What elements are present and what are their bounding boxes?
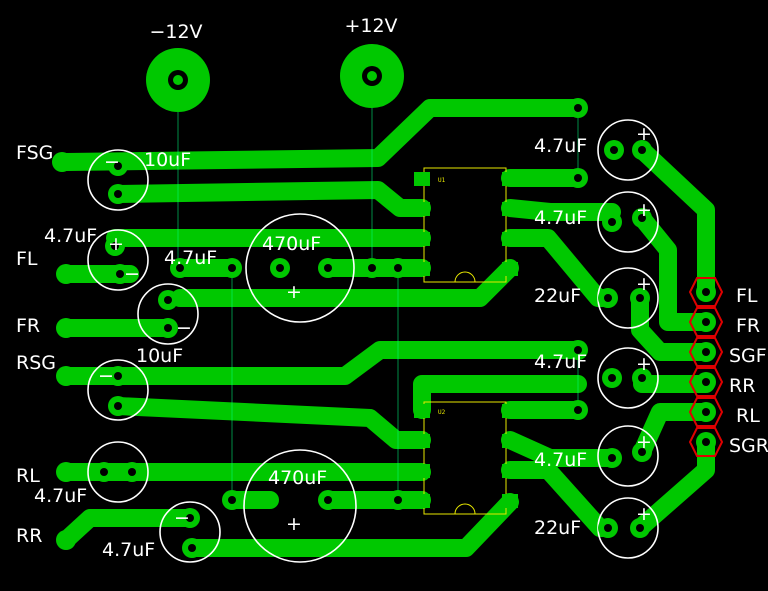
svg-text:U2: U2 xyxy=(438,409,446,416)
capacitor-right-4u7-4: + 4.7uF xyxy=(534,425,659,487)
svg-text:+: + xyxy=(636,353,652,375)
input-rl: RL xyxy=(16,462,76,487)
input-rr: RR xyxy=(16,525,76,550)
capacitor-right-4u7-1-label: 4.7uF xyxy=(534,135,587,157)
svg-text:+: + xyxy=(108,233,124,255)
input-fr: FR xyxy=(16,315,76,338)
svg-text:+: + xyxy=(636,199,652,221)
trace-top-1 xyxy=(57,99,587,171)
capacitor-4u7-rl: 4.7uF xyxy=(34,441,149,507)
svg-text:−: − xyxy=(98,365,114,387)
capacitor-right-4u7-1: + 4.7uF xyxy=(534,119,659,181)
svg-text:−: − xyxy=(174,507,190,529)
connector-label-fr: FR xyxy=(736,315,760,337)
connector-label-sgf: SGF xyxy=(729,345,767,367)
capacitor-10uF-low: − 10uF xyxy=(136,283,199,367)
ic-opamp-top: U1 xyxy=(414,167,518,283)
power-neg12-label: −12V xyxy=(149,21,202,43)
connector-label-sgr: SGR xyxy=(729,435,768,457)
capacitor-right-22uF-2: + 22uF xyxy=(534,497,659,559)
input-rl-label: RL xyxy=(16,465,40,487)
svg-text:U1: U1 xyxy=(438,177,446,184)
capacitor-10uF-top-label: 10uF xyxy=(144,149,191,171)
svg-text:+: + xyxy=(286,513,302,535)
capacitor-470uF-bottom: + 470uF xyxy=(222,449,357,563)
trace-22-to-sgf xyxy=(631,289,715,361)
trace-top-bottom-ic1 xyxy=(171,259,519,307)
svg-text:+: + xyxy=(636,503,652,525)
input-fsg-label: FSG xyxy=(16,142,53,164)
power-neg12: −12V xyxy=(146,21,210,112)
capacitor-right-4u7-2-label: 4.7uF xyxy=(534,207,587,229)
input-rsg-label: RSG xyxy=(16,352,56,374)
svg-text:−: − xyxy=(104,151,120,173)
capacitor-right-4u7-4-label: 4.7uF xyxy=(534,449,587,471)
input-rr-label: RR xyxy=(16,525,42,547)
capacitor-4u7-mid: 4.7uF xyxy=(164,247,242,278)
capacitor-10uF-top: − 10uF xyxy=(87,149,191,211)
output-connector: FL FR SGF RR RL SGR xyxy=(688,277,768,457)
svg-text:+: + xyxy=(286,281,302,303)
capacitor-right-4u7-2: + 4.7uF xyxy=(534,191,659,253)
trace-rsg-cap xyxy=(109,397,431,449)
capacitor-right-22uF-1: + 22uF xyxy=(534,267,659,329)
trace-ic1-right2 xyxy=(501,199,621,221)
trace-rsg xyxy=(57,341,587,385)
input-rsg: RSG xyxy=(16,352,76,386)
trace-ic2-pin1 xyxy=(413,375,587,419)
connector-label-rl: RL xyxy=(736,405,760,427)
input-fsg: FSG xyxy=(16,142,72,172)
trace-cap-to-fl xyxy=(633,141,715,301)
capacitor-rsg: − xyxy=(87,359,149,421)
input-fr-label: FR xyxy=(16,315,40,337)
svg-text:+: + xyxy=(636,273,652,295)
svg-text:−: − xyxy=(124,263,140,285)
svg-text:+: + xyxy=(636,431,652,453)
trace-rr xyxy=(57,509,199,549)
capacitor-right-4u7-3: + 4.7uF xyxy=(534,347,659,409)
capacitor-10uF-low-label: 10uF xyxy=(136,345,183,367)
capacitor-4u7-fl: + − 4.7uF xyxy=(44,225,149,291)
trace-fsg-cap xyxy=(109,181,431,217)
capacitor-4u7-rr-label: 4.7uF xyxy=(102,539,155,561)
capacitor-4u7-fl-label: 4.7uF xyxy=(44,225,97,247)
capacitor-right-22uF-1-label: 22uF xyxy=(534,285,581,307)
capacitor-4u7-rr: − 4.7uF xyxy=(102,501,221,563)
ic-opamp-bottom: U2 xyxy=(414,401,518,515)
connector-label-rr: RR xyxy=(729,375,755,397)
capacitor-470uF-bottom-label: 470uF xyxy=(268,467,327,489)
power-pos12: +12V xyxy=(340,15,404,108)
input-fl-label: FL xyxy=(16,248,38,270)
power-pos12-label: +12V xyxy=(344,15,397,37)
capacitor-470uF-top: + 470uF xyxy=(245,213,355,323)
capacitor-right-22uF-2-label: 22uF xyxy=(534,517,581,539)
capacitor-4u7-mid-label: 4.7uF xyxy=(164,247,217,269)
input-fl: FL xyxy=(16,248,76,284)
ratsnest-lines xyxy=(177,76,579,500)
vias xyxy=(362,98,588,510)
svg-text:−: − xyxy=(176,317,192,339)
capacitor-470uF-top-label: 470uF xyxy=(262,233,321,255)
capacitor-4u7-rl-label: 4.7uF xyxy=(34,485,87,507)
svg-text:+: + xyxy=(636,123,652,145)
copper-traces xyxy=(57,99,715,557)
trace-22-to-sgr xyxy=(631,435,715,537)
trace-rr-long xyxy=(183,493,519,557)
connector-label-fl: FL xyxy=(736,285,758,307)
trace-ic2-right-mid xyxy=(501,431,621,467)
capacitor-right-4u7-3-label: 4.7uF xyxy=(534,351,587,373)
